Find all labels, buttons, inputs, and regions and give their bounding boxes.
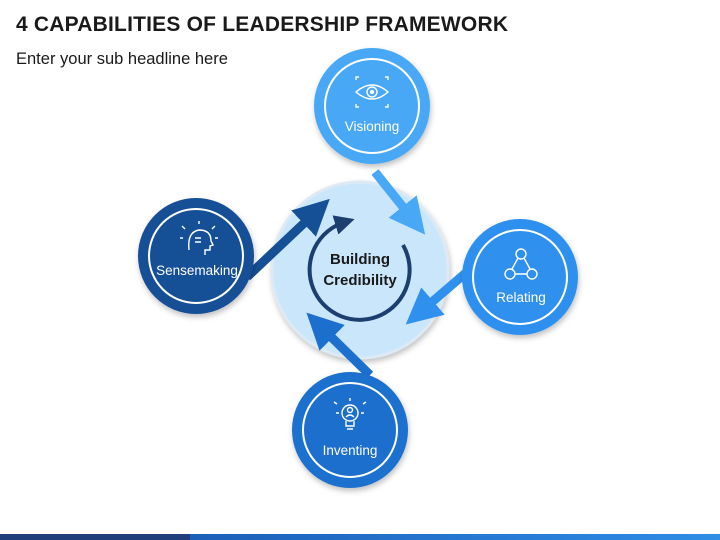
node-label-relating: Relating	[496, 290, 546, 305]
head-thinking-icon	[180, 221, 218, 255]
arrow-visioning-to-center	[371, 169, 426, 235]
node-sensemaking: Sensemaking	[138, 198, 254, 314]
footer-accent-bar	[0, 534, 720, 540]
page-subtitle: Enter your sub headline here	[16, 50, 228, 68]
footer-bar-dark-segment	[0, 534, 190, 540]
node-relating: Relating	[462, 219, 578, 335]
center-label-line1: Building	[330, 251, 390, 268]
node-inventing: Inventing	[292, 372, 408, 488]
page-title: 4 CAPABILITIES OF LEADERSHIP FRAMEWORK	[16, 13, 509, 36]
arrow-inventing-to-center	[306, 312, 374, 379]
node-label-inventing: Inventing	[323, 443, 378, 458]
network-people-icon	[504, 248, 538, 280]
footer-bar-blue-segment	[190, 534, 720, 540]
node-label-sensemaking: Sensemaking	[156, 263, 238, 278]
lightbulb-person-icon	[333, 398, 367, 430]
eye-target-icon	[354, 76, 390, 108]
center-hub: Building Credibility	[270, 180, 450, 360]
center-label-line2: Credibility	[323, 272, 397, 289]
node-label-visioning: Visioning	[345, 119, 400, 134]
node-visioning: Visioning	[314, 48, 430, 164]
arrow-sensemaking-to-center	[243, 198, 330, 281]
